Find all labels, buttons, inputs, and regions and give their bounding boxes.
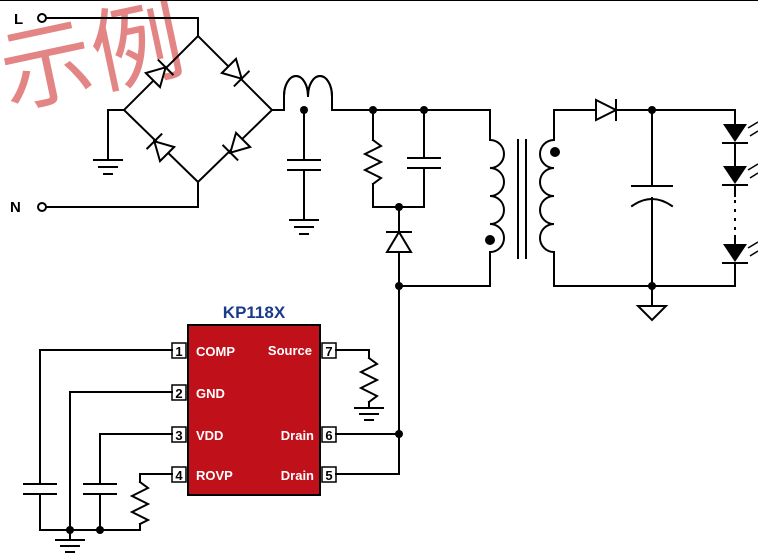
pin-3-num: 3	[175, 428, 182, 443]
pin-2-num: 2	[175, 386, 182, 401]
chip-body	[187, 324, 321, 496]
led-1	[722, 121, 758, 144]
rovp-resistor	[129, 480, 151, 526]
ground-icon	[354, 407, 384, 421]
pin-2: 2 GND	[171, 384, 225, 401]
ground-icon	[55, 539, 85, 553]
vdd-capacitor	[83, 483, 117, 495]
pin-1-num: 1	[175, 344, 182, 359]
pin-4-num: 4	[175, 468, 183, 483]
pin-6: 6 Drain	[281, 426, 337, 443]
pin-7-label: Source	[268, 343, 312, 358]
pin-1: 1 COMP	[171, 342, 235, 359]
led-2	[722, 163, 758, 186]
led-3	[722, 241, 758, 264]
snubber-capacitor	[407, 157, 441, 169]
secondary-ground-icon	[635, 305, 669, 322]
bridge-rectifier	[122, 34, 274, 184]
pin-7-num: 7	[325, 344, 332, 359]
snubber-diode	[385, 230, 413, 253]
transformer-secondary	[539, 138, 556, 254]
comp-capacitor	[23, 483, 57, 495]
inductor	[282, 75, 334, 111]
line-terminal-label: L	[14, 11, 23, 28]
pin-3-label: VDD	[196, 428, 223, 443]
watermark: 示例	[0, 0, 193, 128]
chip-name: KP118X	[223, 303, 286, 322]
pin-6-num: 6	[325, 428, 332, 443]
pin-1-label: COMP	[196, 344, 235, 359]
pin-5-num: 5	[325, 468, 332, 483]
input-capacitor	[287, 159, 321, 171]
ground-icon	[93, 159, 123, 175]
output-diode	[595, 98, 619, 122]
line-terminal	[37, 13, 47, 23]
ground-icon	[289, 219, 319, 235]
transformer-primary	[488, 138, 505, 254]
pin-5: 5 Drain	[281, 466, 337, 483]
sense-resistor	[358, 356, 380, 404]
snubber-resistor	[362, 138, 384, 186]
pin-4-label: ROVP	[196, 468, 233, 483]
pin-2-label: GND	[196, 386, 225, 401]
pin-3: 3 VDD	[171, 426, 223, 443]
pin-6-label: Drain	[281, 428, 314, 443]
pin-5-label: Drain	[281, 468, 314, 483]
neutral-terminal-label: N	[10, 199, 21, 216]
neutral-terminal	[37, 202, 47, 212]
pin-7: 7 Source	[268, 342, 337, 359]
pin-4: 4 ROVP	[171, 466, 233, 483]
